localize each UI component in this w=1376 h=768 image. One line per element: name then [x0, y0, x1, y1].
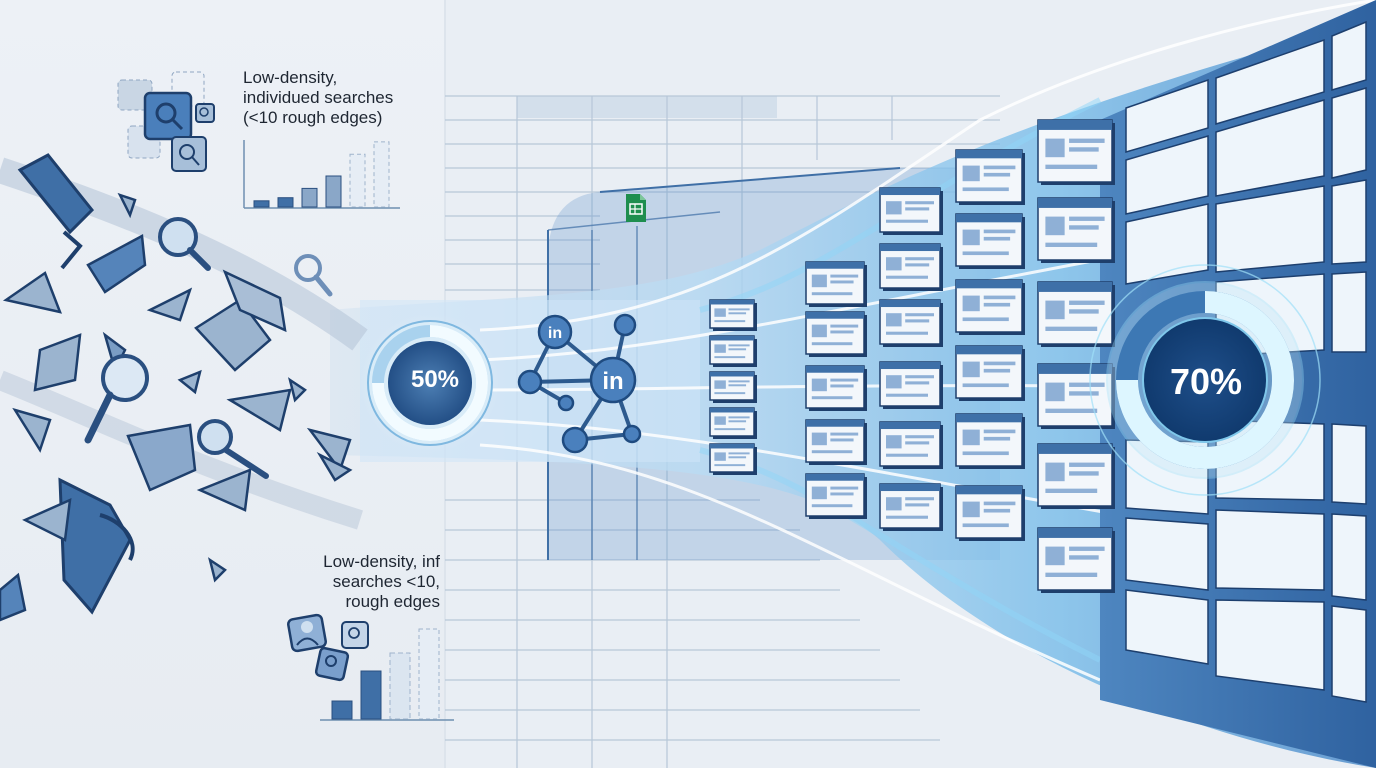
spreadsheet-app-icon [626, 194, 646, 222]
result-card [805, 311, 867, 357]
result-card [879, 361, 943, 409]
bottom-annotation-line-2: searches <10, [332, 572, 440, 591]
top-annotation-line-2: individued searches [243, 88, 394, 107]
top-annotation-line-3: (<10 rough edges) [243, 108, 383, 127]
mini-bar [349, 153, 366, 208]
gauge-50-percent [360, 313, 500, 453]
bottom-annotation-line-1: Low-density, inf [323, 552, 440, 571]
result-card [1037, 281, 1115, 347]
bottom-annotation: Low-density, inf searches <10, rough edg… [288, 552, 440, 612]
gauge-70-percent [1089, 264, 1321, 496]
result-card [1037, 197, 1115, 263]
result-card [879, 421, 943, 469]
result-card [709, 299, 757, 331]
result-card [1037, 527, 1115, 593]
mini-bar [253, 200, 270, 208]
result-card [805, 473, 867, 519]
gauge-70-label: 70% [1169, 361, 1243, 402]
result-card [955, 213, 1025, 269]
magnifier-icons-left [84, 217, 333, 479]
mini-bar [277, 197, 294, 208]
result-card [1037, 363, 1115, 429]
result-card [709, 335, 757, 367]
mini-bar [418, 628, 440, 720]
result-card [879, 483, 943, 531]
result-card [879, 299, 943, 347]
result-card [955, 279, 1025, 335]
result-card [709, 443, 757, 475]
result-card [709, 407, 757, 439]
result-card [709, 371, 757, 403]
mini-bar [325, 175, 342, 208]
result-card [879, 187, 943, 235]
result-card [1037, 443, 1115, 509]
result-cards [709, 119, 1115, 593]
mini-bar [360, 670, 382, 720]
result-card [805, 365, 867, 411]
result-card [879, 243, 943, 291]
result-card [805, 261, 867, 307]
mini-bar [301, 187, 318, 208]
top-annotation: Low-density, individued searches (<10 ro… [243, 68, 393, 128]
result-card [955, 345, 1025, 401]
result-card [955, 149, 1025, 205]
mini-bar [389, 652, 411, 720]
result-card [955, 485, 1025, 541]
top-annotation-line-1: Low-density, [243, 68, 338, 87]
mini-bar [373, 141, 390, 208]
debris-shards [0, 192, 353, 622]
result-card [955, 413, 1025, 469]
mini-bar [331, 700, 353, 720]
search-tiles-bottom [287, 613, 369, 682]
search-tiles-top [117, 71, 215, 172]
mini-bar-chart-bottom [320, 628, 454, 721]
gauge-50-label: 50% [410, 366, 460, 393]
network-nodes [517, 313, 642, 454]
mini-bar-chart-top [243, 140, 400, 209]
result-card [805, 419, 867, 465]
bottom-annotation-line-3: rough edges [345, 592, 440, 611]
result-card [1037, 119, 1115, 185]
